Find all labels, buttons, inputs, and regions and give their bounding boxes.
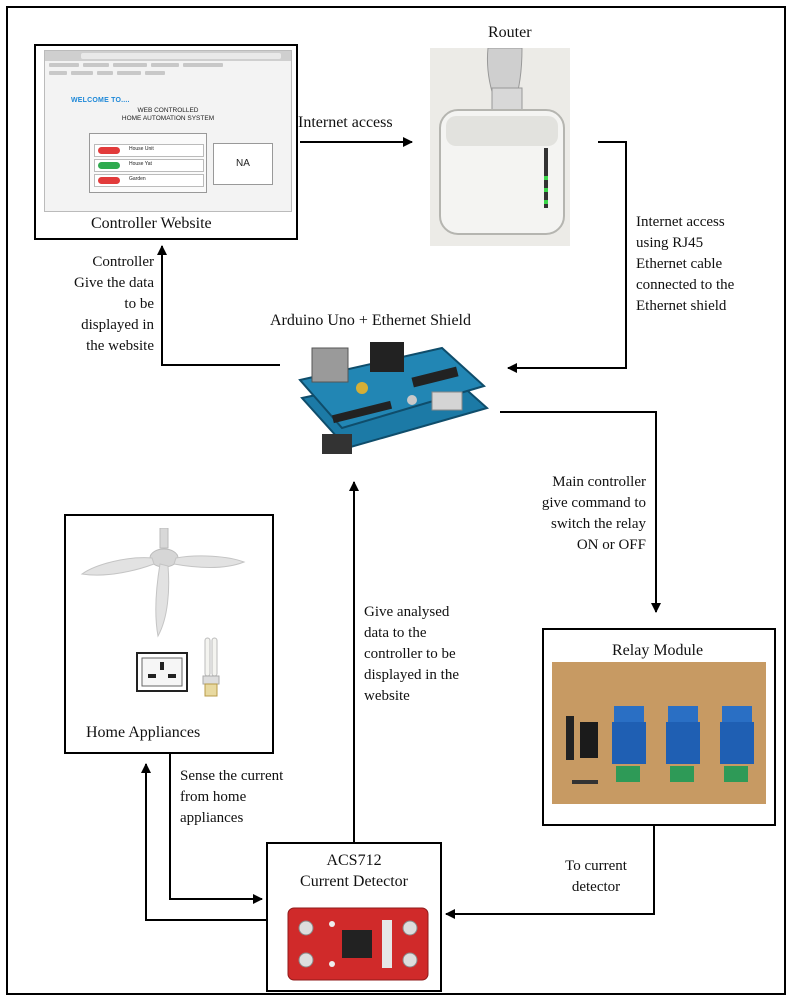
edge-label-website-router: Internet access xyxy=(298,114,393,131)
arduino-board-icon xyxy=(298,342,490,454)
edge-label-relay-acs: To current detector xyxy=(565,858,627,895)
edge-label-router-arduino: Internet access using RJ45 Ethernet cabl… xyxy=(636,214,735,314)
ceiling-fan-icon xyxy=(78,527,248,638)
arrow-arduino-to-website xyxy=(157,245,280,366)
acs712-board-icon xyxy=(287,907,429,981)
control-panel: House Unit House Yat Garden xyxy=(89,133,207,193)
arrow-relay-to-acs xyxy=(445,826,655,919)
edge-label-acs-arduino: Give analysed data to the controller to … xyxy=(364,604,459,704)
display-value: NA xyxy=(213,143,273,185)
arrow-appliances-to-acs xyxy=(169,754,263,904)
arrow-arduino-to-relay xyxy=(500,411,661,613)
control-row-label: House Unit xyxy=(129,146,154,152)
router-icon xyxy=(430,48,570,246)
outer-frame xyxy=(6,6,786,995)
browser-tabbar xyxy=(45,51,291,61)
acs712-board-photo xyxy=(284,906,432,982)
acs712-label: ACS712 Current Detector xyxy=(300,852,408,890)
website-label: Controller Website xyxy=(91,215,212,232)
relay-board-photo xyxy=(552,662,766,804)
appliances-label: Home Appliances xyxy=(86,724,201,741)
toggle-pill[interactable] xyxy=(98,147,120,154)
edge-label-arduino-relay: Main controller give command to switch t… xyxy=(541,474,646,553)
toggle-pill[interactable] xyxy=(98,162,120,169)
control-row[interactable]: House Yat xyxy=(94,159,204,172)
power-socket-icon xyxy=(136,652,188,692)
website-title: WEB CONTROLLED HOME AUTOMATION SYSTEM xyxy=(121,107,215,122)
arrow-router-to-arduino xyxy=(507,141,627,373)
arduino-photo xyxy=(292,338,492,468)
router-photo xyxy=(430,48,570,246)
website-screenshot: WELCOME TO.... WEB CONTROLLED HOME AUTOM… xyxy=(44,50,292,212)
lightbulb-icon xyxy=(198,636,224,700)
control-row[interactable]: Garden xyxy=(94,174,204,187)
relay-board-icon xyxy=(552,662,766,804)
arrow-acs-to-appliances xyxy=(141,763,266,921)
edge-label-appliances-acs: Sense the current from home appliances xyxy=(180,768,284,826)
router-label: Router xyxy=(488,24,532,41)
website-welcome: WELCOME TO.... xyxy=(71,97,130,104)
toggle-pill[interactable] xyxy=(98,177,120,184)
control-row[interactable]: House Unit xyxy=(94,144,204,157)
edge-label-arduino-website: Controller Give the data to be displayed… xyxy=(74,254,154,354)
control-row-label: Garden xyxy=(129,176,146,182)
browser-bookmarks-2 xyxy=(45,71,291,76)
browser-bookmarks xyxy=(45,63,291,68)
relay-label: Relay Module xyxy=(612,642,704,659)
control-row-label: House Yat xyxy=(129,161,152,167)
arduino-label: Arduino Uno + Ethernet Shield xyxy=(270,312,471,329)
